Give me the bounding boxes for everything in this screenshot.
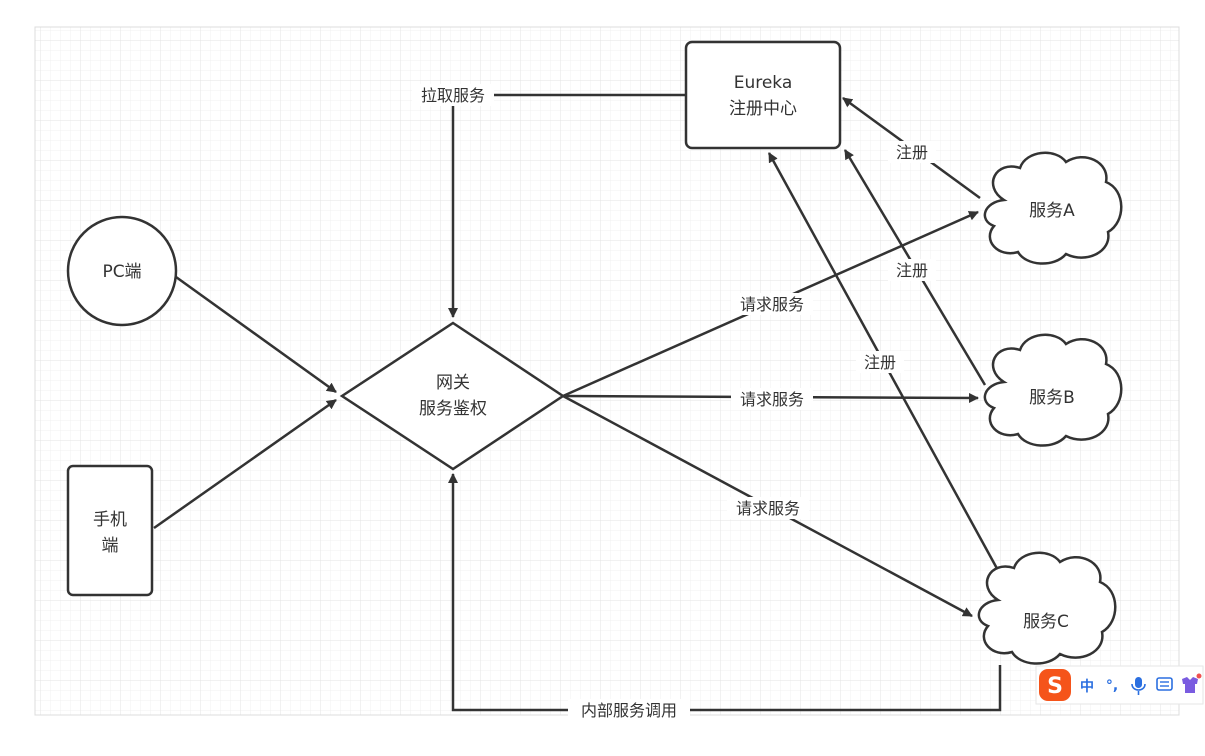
- mobile-label-line1: 手机: [93, 510, 127, 530]
- edge-pc-to-gateway: [175, 275, 337, 394]
- edge-internal-call: [448, 473, 1002, 712]
- ime-logo-icon[interactable]: [1039, 669, 1071, 701]
- gateway-label-line1: 网关: [436, 373, 470, 393]
- service-a-label: 服务A: [1029, 201, 1075, 221]
- node-service-b: 服务B: [983, 333, 1123, 447]
- node-mobile: [66, 464, 154, 597]
- keyboard-icon[interactable]: [1156, 677, 1173, 691]
- service-b-label: 服务B: [1029, 388, 1075, 408]
- label-request-a: 请求服务: [740, 295, 804, 314]
- pc-label: PC端: [102, 262, 141, 282]
- label-register-a: 注册: [896, 143, 928, 162]
- microphone-icon[interactable]: [1131, 677, 1146, 695]
- label-register-c: 注册: [864, 353, 896, 372]
- ime-toolbar[interactable]: S 中 °,: [1035, 665, 1204, 705]
- gateway-label-line2: 服务鉴权: [419, 399, 487, 419]
- node-gateway: [339, 321, 566, 471]
- service-c-label: 服务C: [1023, 612, 1069, 632]
- ime-punct-toggle[interactable]: °,: [1106, 678, 1118, 694]
- skin-icon[interactable]: [1182, 673, 1202, 694]
- ime-mode-toggle[interactable]: 中: [1080, 678, 1094, 695]
- eureka-subtitle: 注册中心: [729, 99, 797, 119]
- node-service-c: 服务C: [977, 551, 1117, 665]
- label-request-c: 请求服务: [736, 499, 800, 518]
- node-eureka: [684, 40, 842, 150]
- node-service-a: 服务A: [983, 151, 1123, 265]
- label-pull-services: 拉取服务: [421, 86, 485, 105]
- edge-mobile-to-gateway: [153, 398, 337, 530]
- ime-logo-letter: S: [1047, 674, 1063, 699]
- label-register-b: 注册: [896, 261, 928, 280]
- label-internal-call: 内部服务调用: [581, 701, 677, 720]
- label-request-b: 请求服务: [740, 390, 804, 409]
- eureka-title: Eureka: [734, 73, 793, 93]
- node-pc: [66, 215, 178, 327]
- mobile-label-line2: 端: [102, 536, 119, 556]
- grid-background: [34, 26, 1180, 716]
